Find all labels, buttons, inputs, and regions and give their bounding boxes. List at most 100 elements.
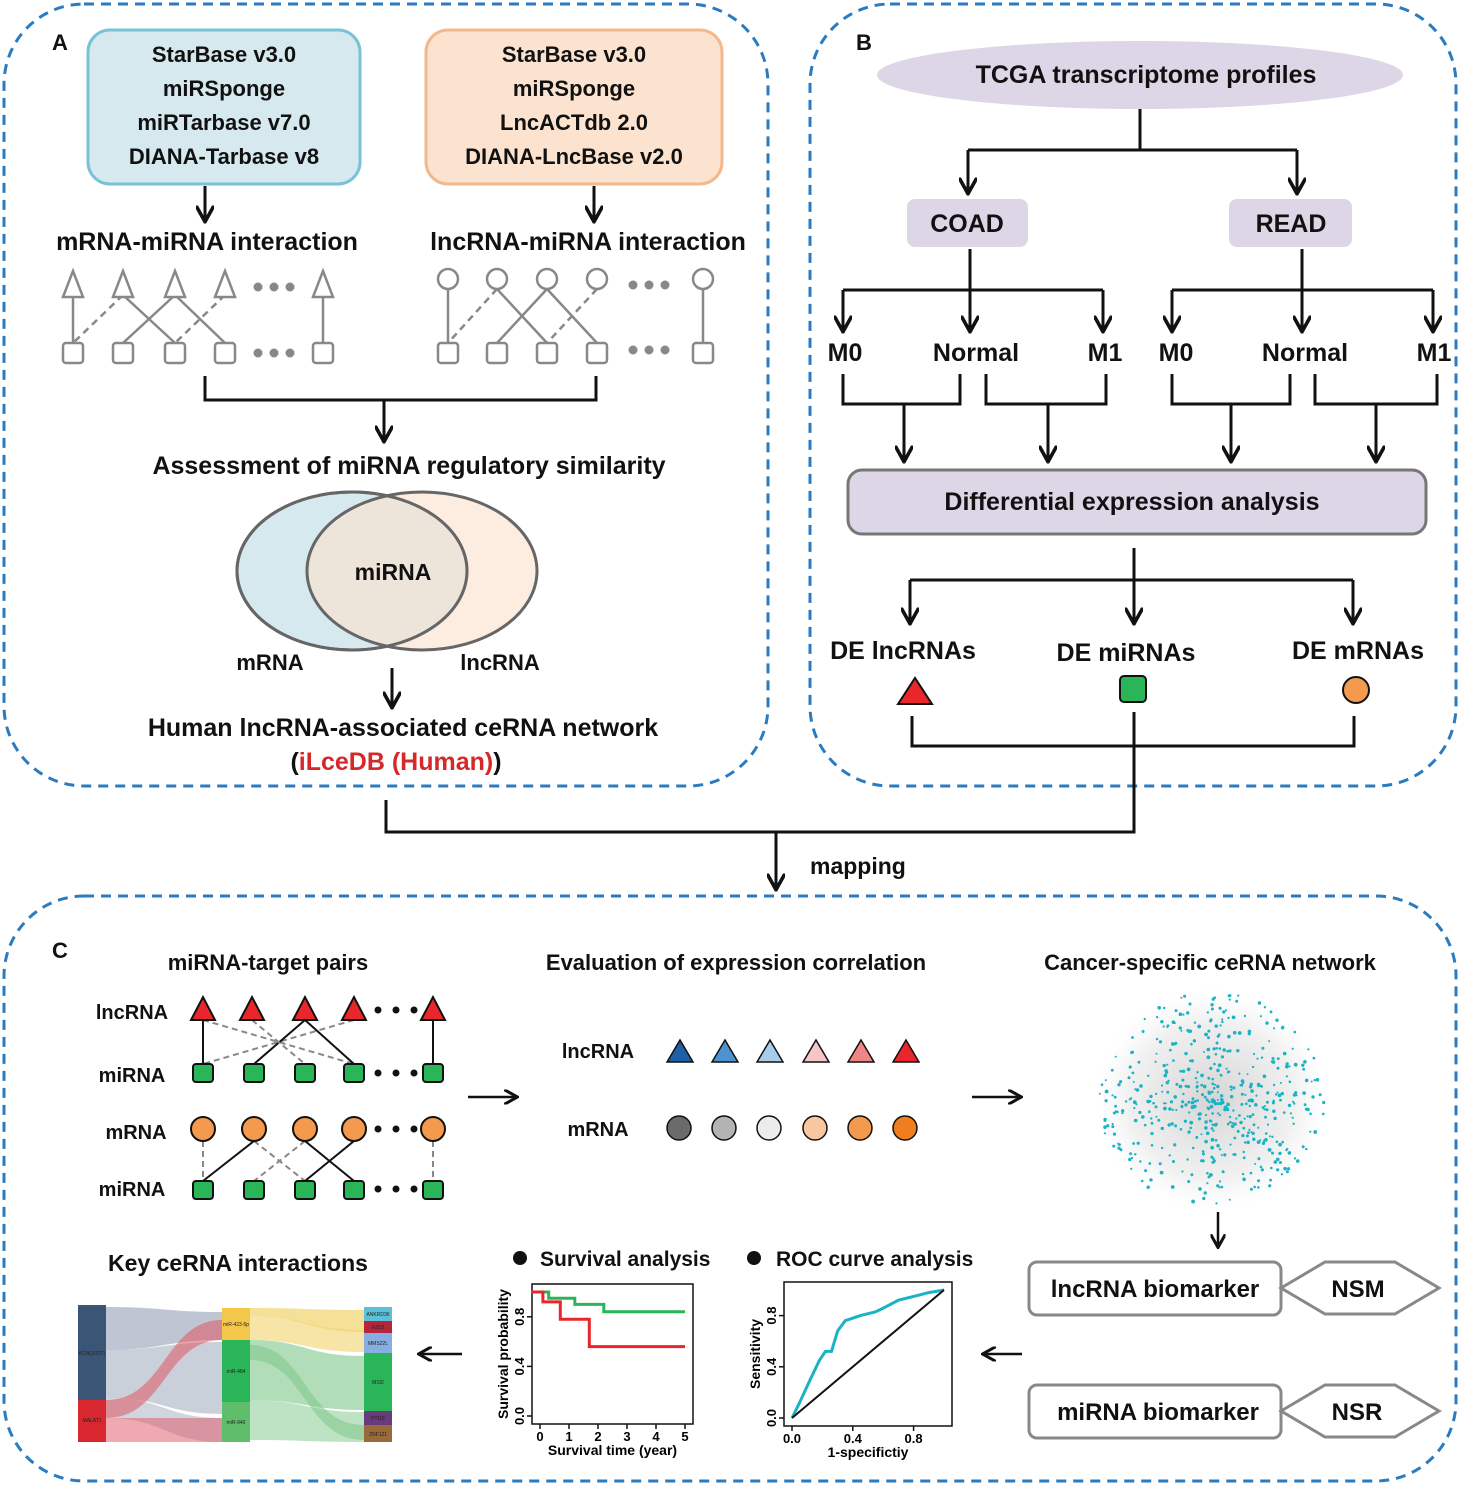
network-node: [1214, 1053, 1218, 1056]
network-node: [1228, 994, 1232, 997]
network-node: [1127, 1076, 1131, 1080]
network-node: [1171, 1020, 1176, 1024]
panel-b-border: [808, 2, 1458, 788]
network-node: [1186, 1028, 1190, 1032]
network-node: [1162, 1102, 1166, 1105]
network-node: [1228, 1070, 1231, 1074]
de-lncrna-triangle-icon: [896, 676, 934, 705]
network-node: [1259, 1015, 1262, 1018]
de-mrna-circle-icon: [1342, 676, 1370, 704]
network-node: [1106, 1124, 1110, 1128]
network-node: [1235, 999, 1239, 1003]
network-node: [1181, 1100, 1185, 1104]
network-node: [1225, 1107, 1230, 1112]
y-tick-label: 0.8: [512, 1308, 527, 1326]
network-node: [1249, 1171, 1253, 1175]
network-node: [1312, 1056, 1316, 1060]
sankey-middle-label: miR-484: [227, 1369, 246, 1375]
network-node: [1252, 1123, 1256, 1127]
pairs-title: miRNA-target pairs: [168, 950, 368, 975]
network-node: [1132, 1100, 1137, 1105]
network-node: [1294, 1091, 1298, 1095]
network-node: [1201, 1150, 1205, 1153]
network-node: [1257, 1186, 1260, 1189]
net-title: Cancer-specific ceRNA network: [1044, 950, 1377, 975]
network-node: [1164, 1102, 1167, 1105]
network-node: [1265, 1100, 1269, 1104]
network-node: [1187, 1130, 1191, 1134]
de-lncrnas-label: DE lncRNAs: [830, 637, 976, 665]
network-node: [1155, 1016, 1159, 1019]
network-node: [1220, 1154, 1223, 1157]
network-node: [1103, 1119, 1107, 1122]
network-node: [1187, 1180, 1191, 1183]
network-node: [1166, 1090, 1170, 1094]
network-node: [1134, 1153, 1137, 1156]
network-node: [1112, 1111, 1116, 1115]
network-node: [1226, 1050, 1229, 1053]
panel-b-letter: B: [856, 30, 872, 55]
network-node: [1114, 1055, 1117, 1058]
x-tick-label: 1: [565, 1429, 572, 1444]
network-node: [1257, 1001, 1262, 1005]
network-node: [1218, 1148, 1222, 1151]
network-node: [1241, 1134, 1245, 1138]
network-node: [1255, 1094, 1258, 1097]
network-node: [1247, 1029, 1252, 1034]
network-node: [1220, 1185, 1224, 1189]
network-node: [1228, 1198, 1231, 1201]
network-node: [1132, 1142, 1135, 1145]
network-node: [1254, 1162, 1257, 1165]
network-node: [1154, 1092, 1158, 1096]
network-node: [1271, 1060, 1276, 1064]
network-node: [1246, 1073, 1249, 1076]
network-node: [1222, 1010, 1226, 1014]
network-node: [1230, 1088, 1233, 1092]
network-node: [1248, 1115, 1252, 1119]
nsr-diamond: [1278, 1383, 1442, 1439]
network-node: [1175, 1082, 1179, 1086]
network-node: [1263, 1105, 1266, 1108]
network-node: [1138, 1110, 1142, 1115]
network-node: [1218, 1114, 1221, 1117]
network-node: [1282, 1051, 1287, 1056]
network-node: [1310, 1080, 1313, 1083]
network-node: [1322, 1112, 1325, 1116]
network-node: [1141, 1030, 1145, 1033]
network-node: [1231, 1124, 1235, 1129]
coad-normal-label: Normal: [933, 339, 1019, 367]
network-node: [1194, 1076, 1198, 1080]
network-node: [1223, 1153, 1227, 1157]
network-node: [1201, 1152, 1205, 1156]
lnc-database-box: [424, 28, 724, 186]
network-node: [1304, 1078, 1309, 1083]
network-node: [1282, 1111, 1286, 1114]
network-node: [1219, 1101, 1223, 1106]
network-node: [1155, 1037, 1159, 1041]
network-node: [1249, 1098, 1253, 1101]
sankey-right-label: MMS22L: [368, 1341, 388, 1347]
network-node: [1193, 1021, 1197, 1024]
network-node: [1288, 1065, 1291, 1068]
sankey-right-label: MSI2: [372, 1380, 384, 1386]
network-node: [1257, 1179, 1260, 1183]
network-node: [1293, 1030, 1297, 1034]
network-node: [1228, 1049, 1232, 1053]
network-node: [1228, 998, 1231, 1001]
network-node: [1241, 1172, 1245, 1176]
mirna-row-label: miRNA: [99, 1065, 166, 1087]
network-node: [1162, 1025, 1165, 1028]
network-node: [1201, 1093, 1204, 1097]
network-node: [1276, 1091, 1279, 1094]
network-node: [1130, 1051, 1133, 1054]
network-node: [1256, 1057, 1259, 1060]
x-tick-label: 2: [594, 1429, 601, 1444]
y-tick-label: 0.0: [512, 1407, 527, 1425]
network-node: [1301, 1145, 1305, 1149]
network-node: [1205, 1131, 1210, 1136]
network-node: [1267, 1148, 1272, 1152]
lnc-db-line: miRSponge: [513, 76, 635, 101]
network-node: [1232, 1153, 1235, 1156]
network-node: [1119, 1080, 1123, 1084]
network-node: [1163, 1006, 1166, 1010]
